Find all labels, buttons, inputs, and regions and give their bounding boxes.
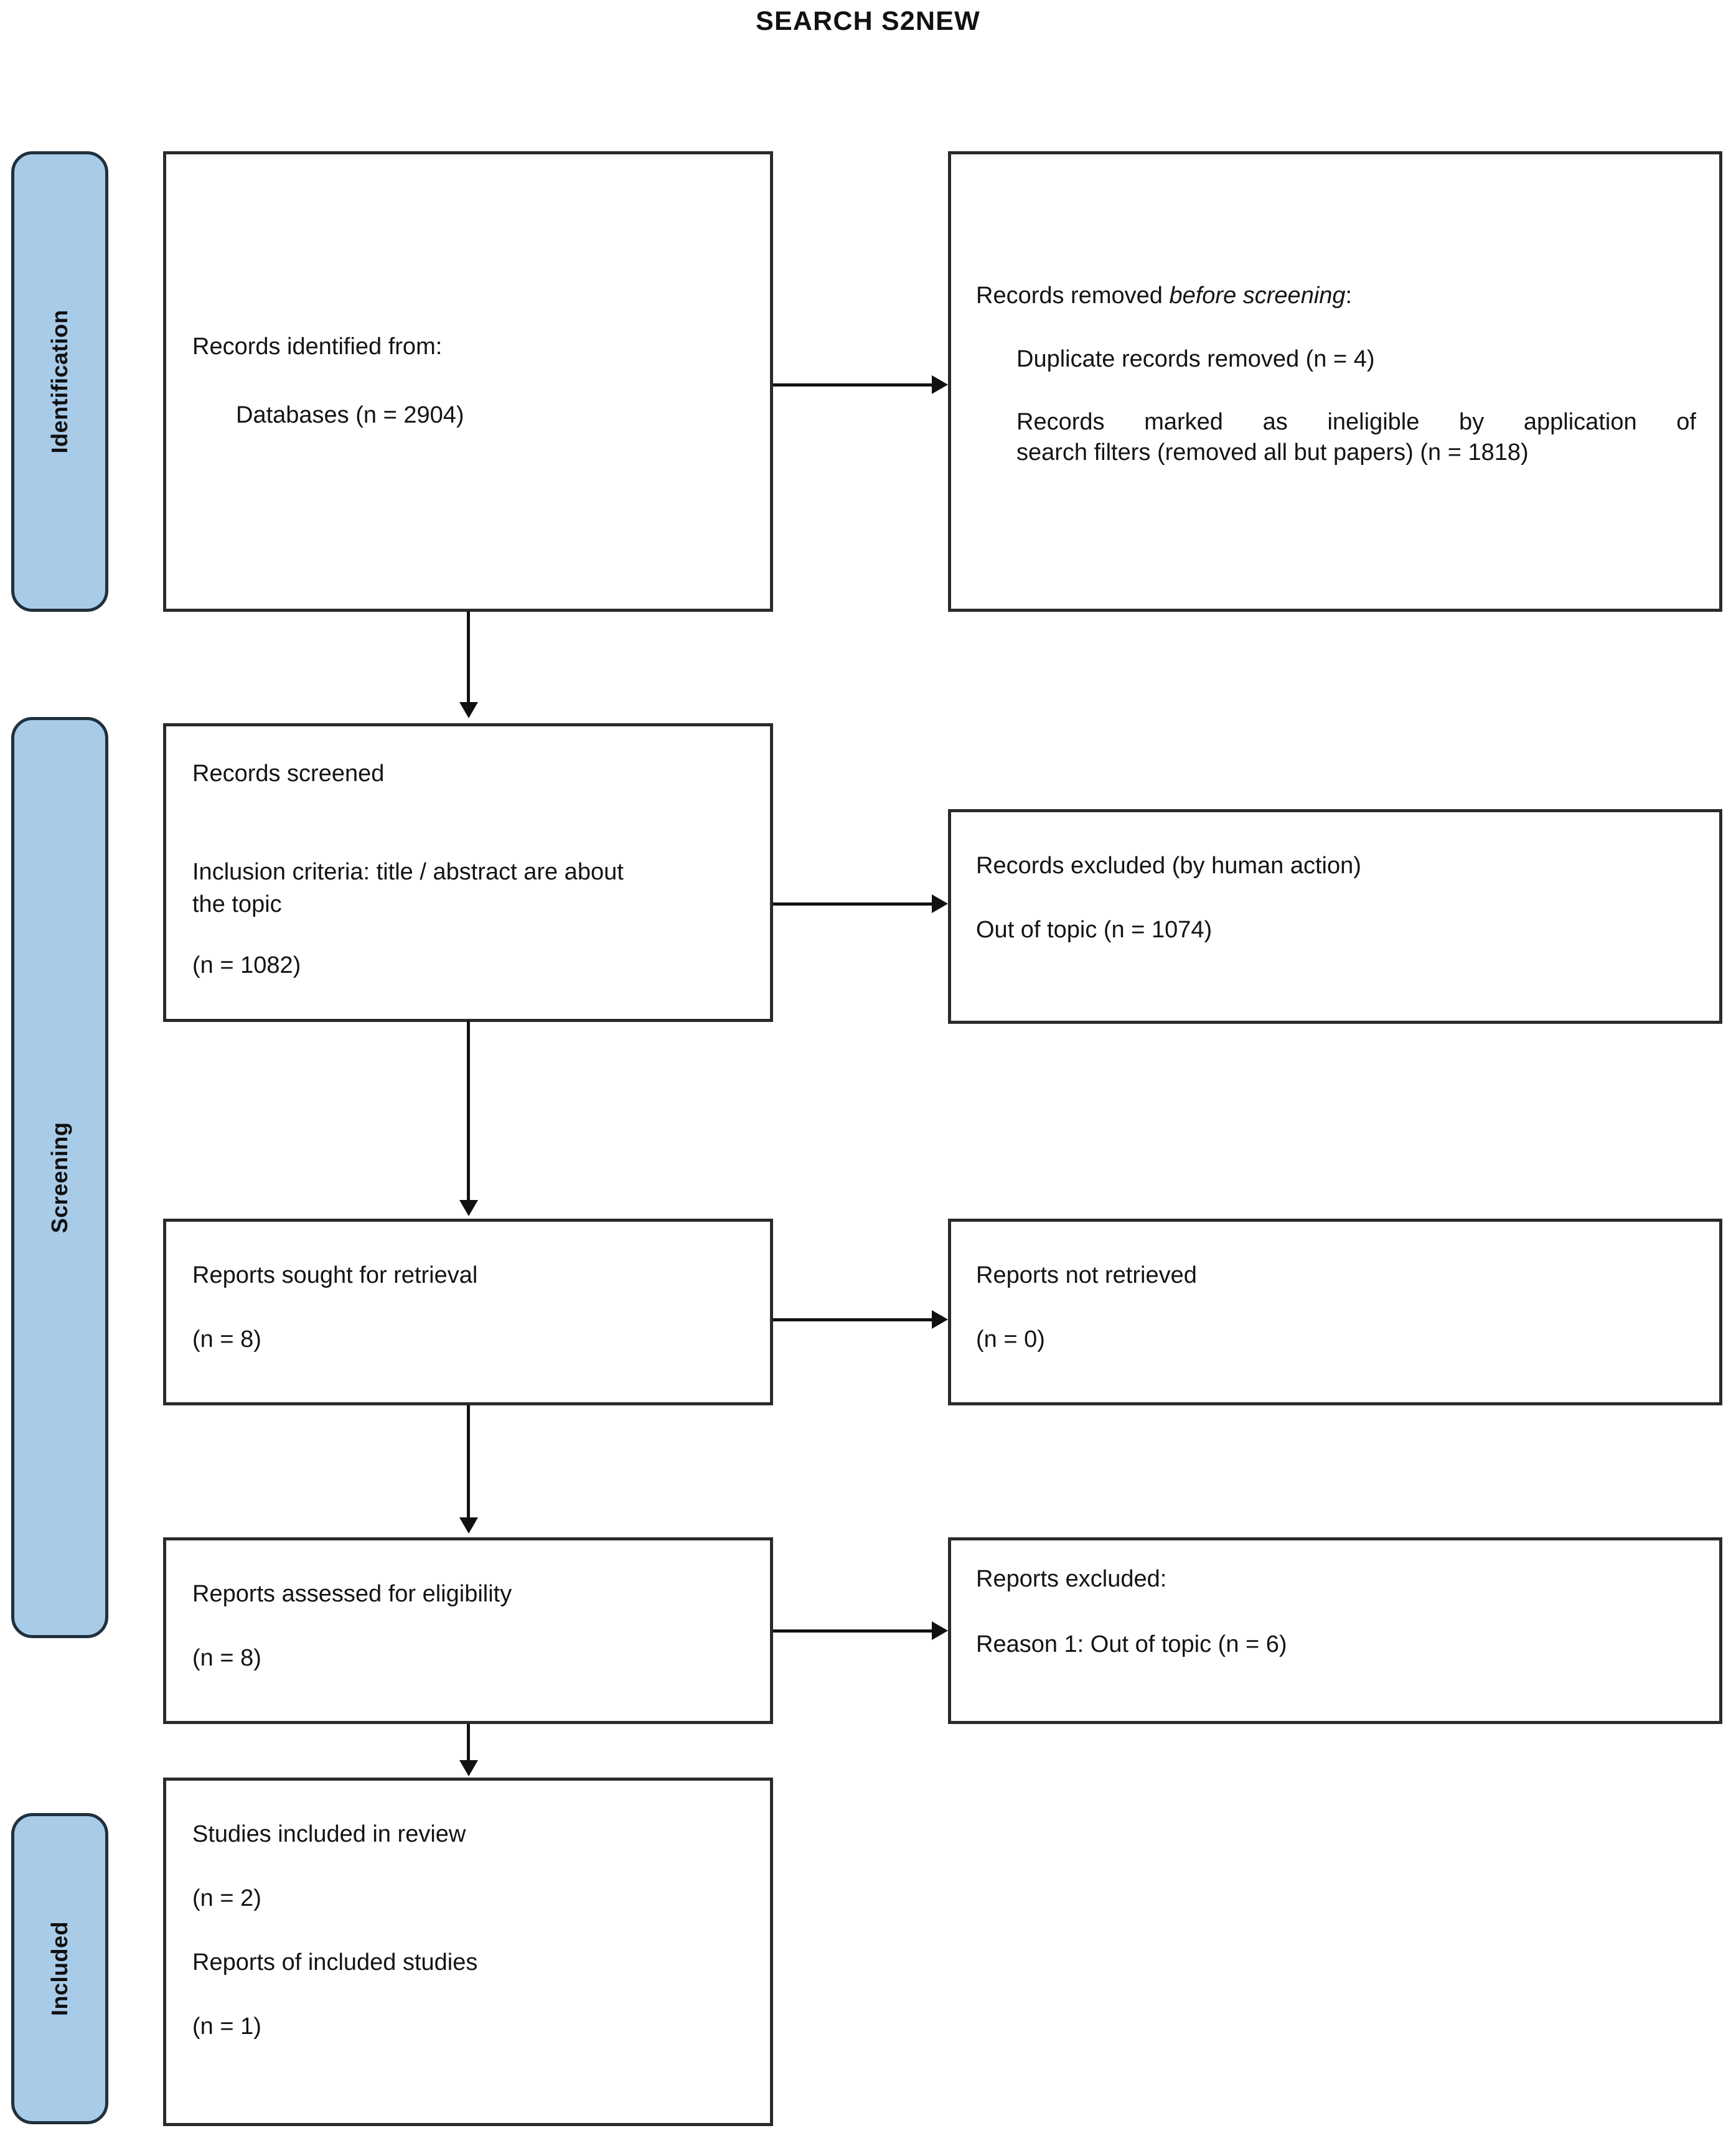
studies-included-line4: (n = 1) (192, 2013, 261, 2040)
records-removed-item2-line2: search filters (removed all but papers) … (1016, 439, 1529, 466)
stage-bar-identification: Identification (11, 151, 108, 612)
arrowhead-screened-to-sought (459, 1200, 478, 1216)
records-removed-heading-prefix: Records removed (976, 283, 1170, 309)
records-excluded-line2: Out of topic (n = 1074) (976, 917, 1213, 943)
records-removed-heading-suffix: : (1345, 283, 1353, 309)
connector-screened-to-excluded (773, 902, 932, 906)
records-identified-line2: Databases (n = 2904) (236, 402, 464, 428)
reports-assessed-line1: Reports assessed for eligibility (192, 1581, 512, 1607)
studies-included-line1: Studies included in review (192, 1821, 466, 1847)
records-screened-line2-a: Inclusion criteria: title / abstract are… (192, 859, 624, 885)
arrowhead-assessed-to-excluded (932, 1621, 948, 1640)
connector-assessed-to-included (467, 1724, 470, 1761)
records-identified-line1: Records identified from: (192, 334, 443, 360)
reports-not-retrieved-line2: (n = 0) (976, 1326, 1045, 1352)
reports-sought-line2: (n = 8) (192, 1326, 261, 1352)
arrowhead-sought-to-assessed (459, 1517, 478, 1534)
stage-label-included: Included (47, 1921, 72, 2017)
arrowhead-sought-to-not-retrieved (932, 1310, 948, 1329)
arrowhead-identified-to-screened (459, 702, 478, 718)
connector-screened-to-sought (467, 1021, 470, 1201)
box-reports-excluded: Reports excluded: Reason 1: Out of topic… (948, 1537, 1722, 1724)
connector-assessed-to-excluded (773, 1629, 932, 1633)
box-records-screened: Records screened Inclusion criteria: tit… (163, 723, 773, 1022)
records-screened-line1: Records screened (192, 761, 385, 787)
box-reports-not-retrieved: Reports not retrieved (n = 0) (948, 1219, 1722, 1405)
connector-sought-to-assessed (467, 1405, 470, 1519)
connector-identified-to-screened (467, 611, 470, 703)
records-removed-item2-line1: Records marked as ineligible by applicat… (1016, 409, 1696, 435)
connector-sought-to-not-retrieved (773, 1318, 932, 1321)
records-removed-item1: Duplicate records removed (n = 4) (1016, 346, 1375, 372)
connector-identified-to-removed (773, 383, 932, 387)
arrowhead-identified-to-removed (932, 375, 948, 394)
studies-included-line3: Reports of included studies (192, 1949, 478, 1975)
records-excluded-line1: Records excluded (by human action) (976, 853, 1361, 879)
records-removed-item2: Records marked as ineligible by applicat… (1016, 407, 1696, 469)
reports-not-retrieved-line1: Reports not retrieved (976, 1262, 1197, 1288)
reports-assessed-line2: (n = 8) (192, 1645, 261, 1671)
stage-bar-included: Included (11, 1813, 108, 2124)
reports-excluded-line2: Reason 1: Out of topic (n = 6) (976, 1631, 1287, 1657)
box-studies-included: Studies included in review (n = 2) Repor… (163, 1778, 773, 2126)
arrowhead-screened-to-excluded (932, 894, 948, 913)
box-records-identified: Records identified from: Databases (n = … (163, 151, 773, 612)
reports-sought-line1: Reports sought for retrieval (192, 1262, 478, 1288)
stage-label-identification: Identification (47, 309, 72, 454)
studies-included-line2: (n = 2) (192, 1885, 261, 1911)
records-screened-line2-b: the topic (192, 891, 282, 917)
box-reports-assessed: Reports assessed for eligibility (n = 8) (163, 1537, 773, 1724)
records-screened-line3: (n = 1082) (192, 952, 301, 978)
stage-bar-screening: Screening (11, 717, 108, 1638)
stage-label-screening: Screening (47, 1122, 72, 1234)
reports-excluded-line1: Reports excluded: (976, 1566, 1167, 1592)
records-removed-heading-italic: before screening (1169, 283, 1346, 309)
box-records-removed: Records removed before screening: Duplic… (948, 151, 1722, 612)
box-reports-sought: Reports sought for retrieval (n = 8) (163, 1219, 773, 1405)
box-records-excluded: Records excluded (by human action) Out o… (948, 809, 1722, 1024)
page-title: SEARCH S2NEW (756, 6, 980, 36)
records-removed-heading: Records removed before screening: (976, 281, 1692, 311)
arrowhead-assessed-to-included (459, 1760, 478, 1776)
